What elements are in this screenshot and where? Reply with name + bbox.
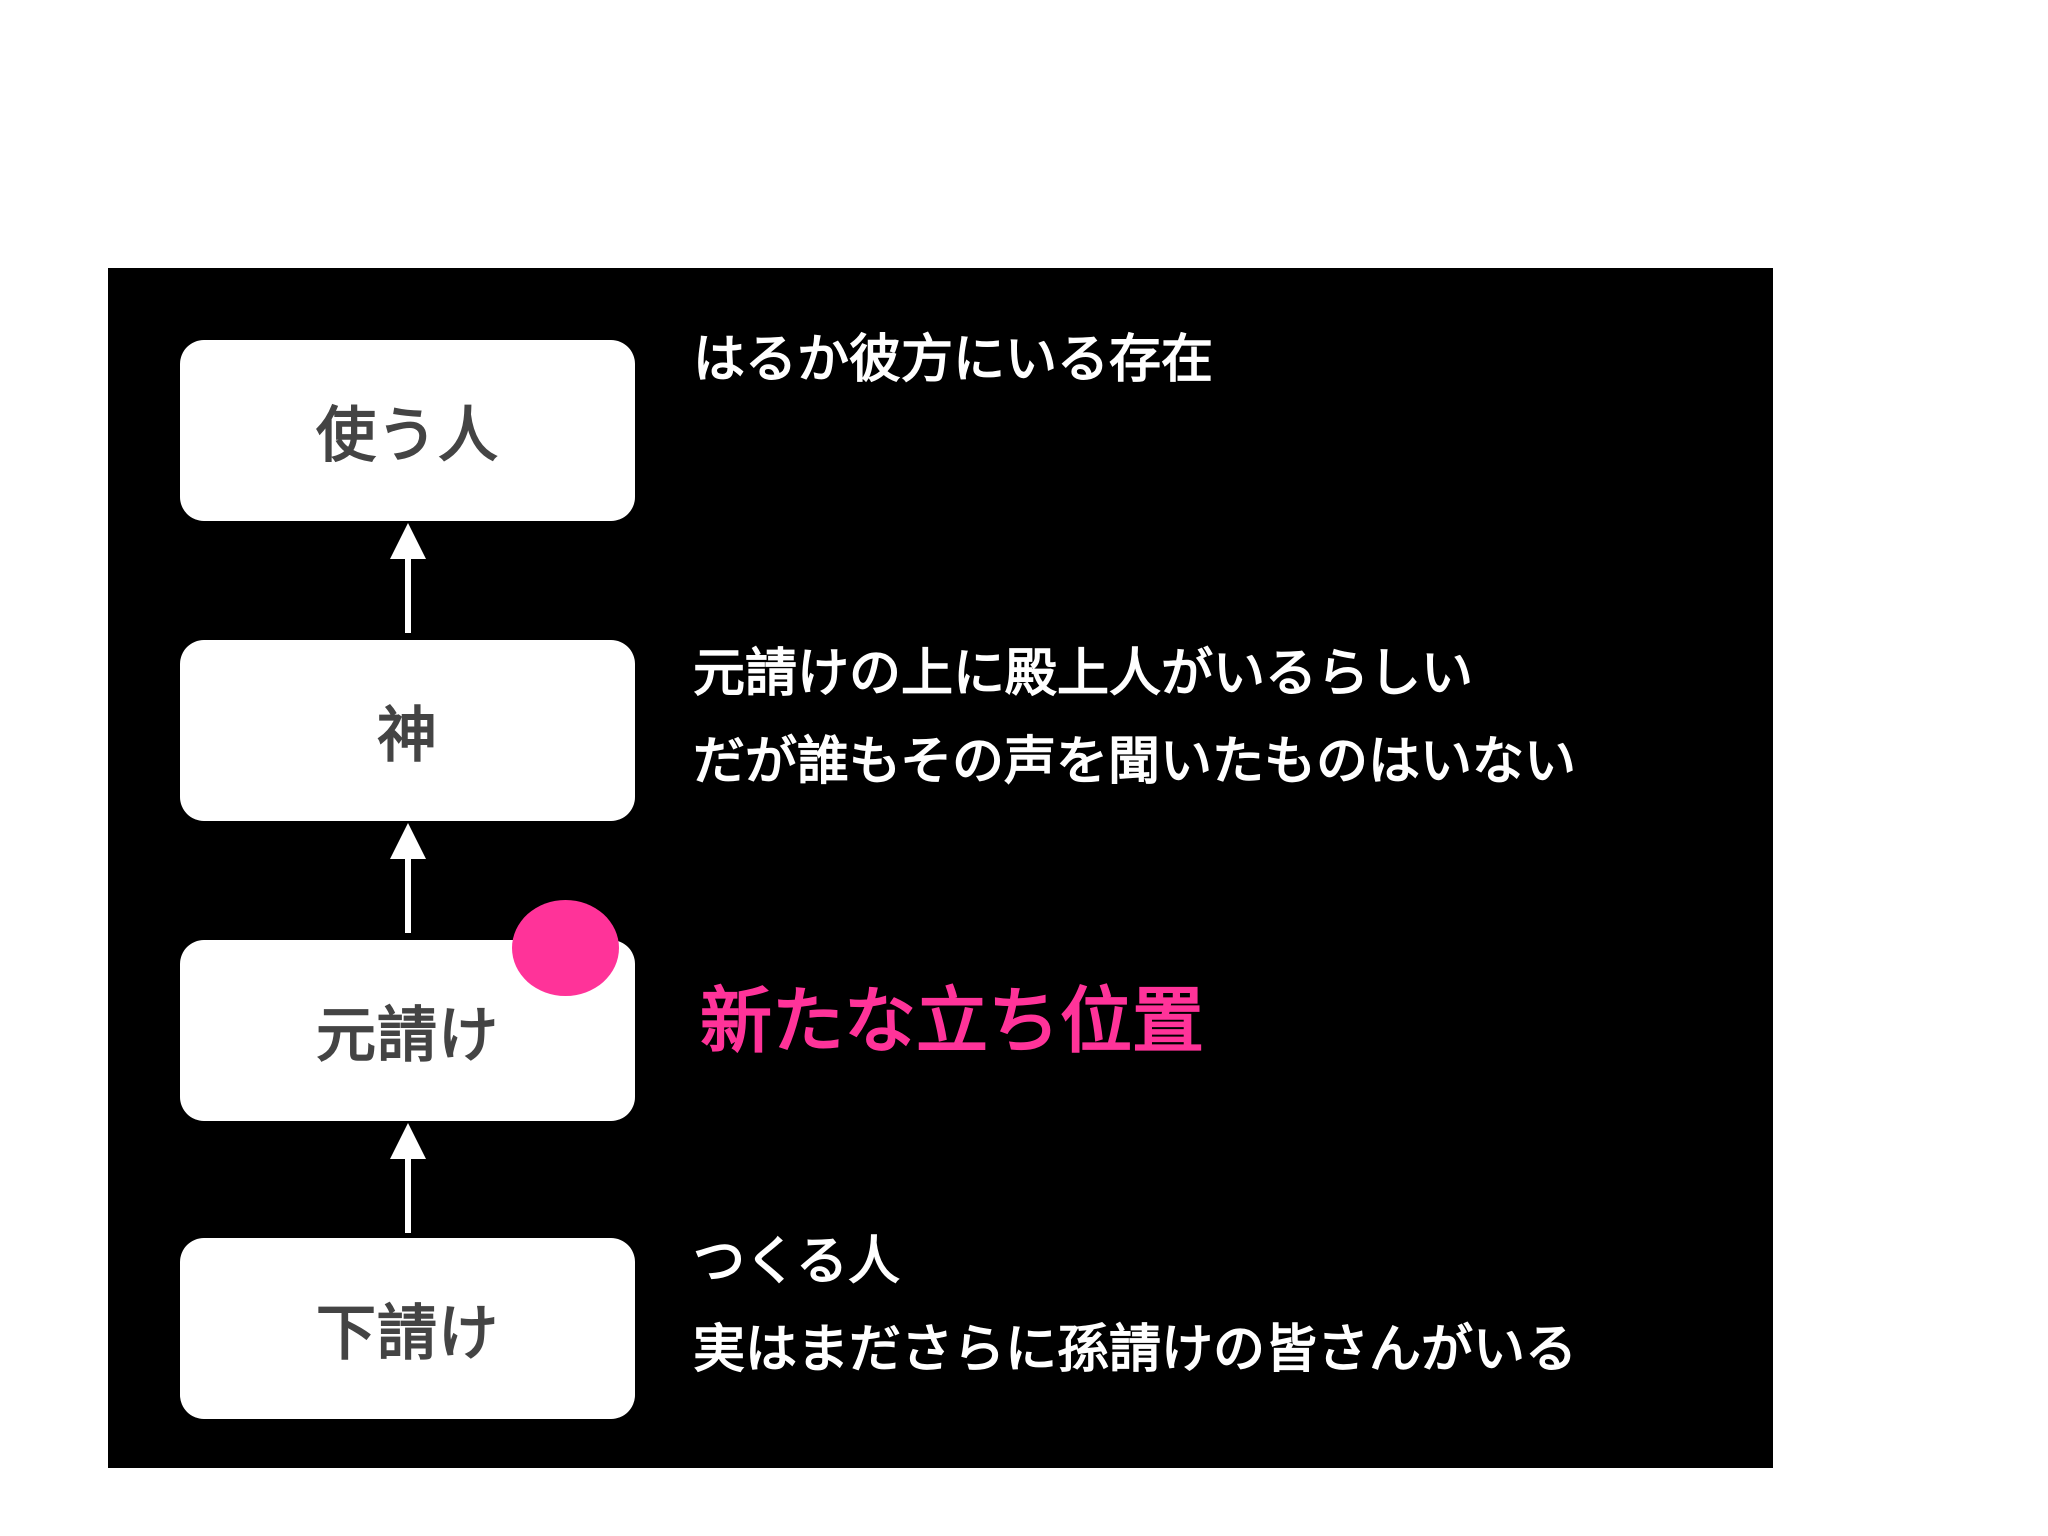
tier-description-user: はるか彼方にいる存在	[693, 316, 1213, 404]
tier-description-line: だが誰もその声を聞いたものはいない	[693, 732, 1576, 792]
tier-box-subcontractor: 下請け	[180, 1238, 635, 1419]
tier-label-user: 使う人	[316, 401, 499, 471]
tier-label-god: 神	[377, 701, 438, 771]
tier-description-god: 元請けの上に殿上人がいるらしい だが誰もその声を聞いたものはいない	[693, 630, 1576, 806]
tier-description-line: はるか彼方にいる存在	[693, 330, 1214, 390]
tier-description-line: 元請けの上に殿上人がいるらしい	[693, 644, 1474, 704]
tier-box-god: 神	[180, 640, 635, 821]
diagram-panel: 使う人 はるか彼方にいる存在 神 元請けの上に殿上人がいるらしい だが誰もその声…	[108, 268, 1773, 1468]
tier-box-user: 使う人	[180, 340, 635, 521]
tier-label-subcontractor: 下請け	[316, 1299, 499, 1369]
position-marker-dot	[512, 900, 619, 996]
up-arrow-icon	[390, 523, 426, 633]
up-arrow-icon	[390, 823, 426, 933]
up-arrow-icon	[390, 1123, 426, 1233]
tier-description-line: 実はまださらに孫請けの皆さんがいる	[693, 1320, 1578, 1380]
tier-label-prime-contractor: 元請け	[316, 1001, 499, 1071]
tier-description-subcontractor: つくる人 実はまださらに孫請けの皆さんがいる	[693, 1218, 1577, 1394]
tier-description-line: つくる人	[693, 1232, 900, 1292]
new-position-highlight: 新たな立ち位置	[700, 979, 1205, 1063]
